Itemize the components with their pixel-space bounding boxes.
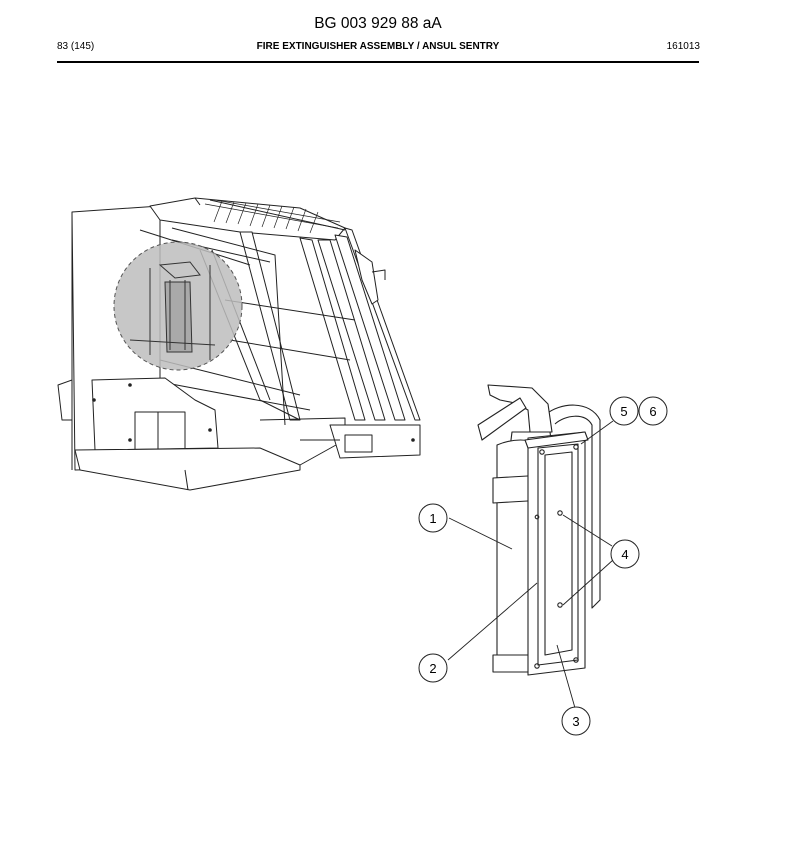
extinguisher-location-highlight: [113, 241, 243, 371]
date-code: 161013: [666, 41, 700, 52]
page-title: FIRE EXTINGUISHER ASSEMBLY / ANSUL SENTR…: [256, 41, 500, 52]
callout-6: 6: [638, 396, 668, 426]
document-code: BG 003 929 88 aA: [314, 15, 442, 32]
callout-3: 3: [561, 706, 591, 736]
callout-5: 5: [609, 396, 639, 426]
svg-text:4: 4: [621, 547, 628, 562]
fire-extinguisher-detail: [447, 384, 614, 709]
svg-text:2: 2: [429, 661, 436, 676]
page-number: 83 (145): [57, 41, 95, 52]
svg-text:6: 6: [649, 404, 656, 419]
callout-2: 2: [418, 653, 448, 683]
callout-4: 4: [610, 539, 640, 569]
svg-text:3: 3: [572, 714, 579, 729]
svg-text:5: 5: [620, 404, 627, 419]
svg-text:1: 1: [429, 511, 436, 526]
header-rule: [57, 61, 699, 63]
machine-cab-illustration: [57, 197, 421, 491]
callout-1: 1: [418, 503, 448, 533]
